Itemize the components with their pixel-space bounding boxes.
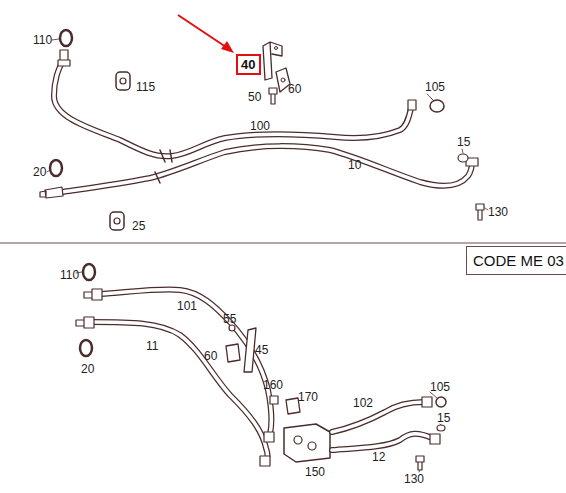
callout-number: 105: [425, 80, 445, 94]
callout-box: 40: [236, 54, 261, 75]
clip: [276, 68, 290, 92]
leader-line: [47, 39, 488, 472]
connector-block: [284, 424, 330, 462]
bolt: [269, 88, 277, 104]
fitting: [422, 397, 432, 407]
pointer-arrow: [178, 15, 234, 53]
fitting: [76, 317, 94, 328]
connector-block: [294, 436, 302, 444]
fitting: [264, 432, 274, 442]
callout-number: 11: [146, 339, 158, 353]
callout-number: 130: [404, 472, 424, 486]
washer: [458, 154, 468, 162]
seal-ring: [83, 264, 95, 280]
washer: [437, 425, 445, 431]
hose-line: [54, 58, 412, 156]
fitting: [84, 289, 102, 300]
seal-ring: [80, 340, 92, 356]
callout-number: 110: [60, 268, 79, 282]
hose-line: [92, 322, 268, 460]
seal-ring: [430, 100, 444, 112]
hose-line: [332, 402, 424, 432]
bolt: [270, 396, 278, 404]
callout-number: 12: [372, 450, 385, 464]
callout-number: 100: [250, 119, 270, 133]
clip: [286, 398, 300, 414]
fitting: [58, 50, 70, 66]
seal-ring: [436, 397, 446, 407]
node-text: 40: [241, 57, 256, 72]
bolt: [416, 456, 424, 470]
bolt: [476, 204, 484, 220]
callout-number: 115: [136, 80, 155, 94]
callout-number: 160: [263, 378, 283, 392]
callout-number: 60: [204, 349, 217, 363]
callout-number: 150: [305, 465, 325, 479]
bracket: [275, 47, 278, 50]
seal-ring: [60, 30, 72, 46]
callout-number: 105: [430, 380, 450, 394]
callout-number: 20: [33, 165, 46, 179]
hose-line: [62, 146, 472, 192]
callout-number: 45: [255, 343, 268, 357]
hose-clamp: [114, 218, 120, 224]
hose-joint: [160, 150, 165, 162]
clip: [226, 344, 240, 362]
fitting: [40, 187, 63, 198]
callout-number: 170: [298, 390, 318, 404]
bracket: [244, 328, 256, 372]
code-box: CODE ME 03: [466, 246, 566, 275]
node-text: CODE ME 03: [473, 252, 566, 269]
clip: [281, 78, 285, 82]
callout-number: 50: [248, 90, 261, 104]
callout-number: 15: [437, 411, 450, 425]
hose-clamp: [110, 212, 124, 230]
hose-clamp: [120, 78, 126, 84]
callout-number: 130: [488, 205, 508, 219]
fitting: [430, 434, 440, 444]
callout-number: 20: [81, 362, 94, 376]
callout-number: 10: [348, 158, 361, 172]
callout-number: 110: [33, 33, 52, 47]
hose-joint: [170, 150, 172, 162]
callout-number: 15: [457, 135, 470, 149]
fitting: [408, 100, 416, 110]
connector-block: [308, 442, 316, 450]
hose-joint: [155, 172, 160, 183]
callout-number: 102: [353, 396, 373, 410]
seal-ring: [50, 160, 62, 176]
fitting: [260, 456, 270, 466]
separator-line: [0, 243, 566, 244]
callout-number: 55: [223, 312, 236, 326]
callout-number: 25: [132, 219, 145, 233]
hose-clamp: [116, 72, 130, 90]
callout-number: 101: [177, 299, 197, 313]
hose-line: [332, 434, 432, 450]
callout-number: 60: [288, 82, 301, 96]
